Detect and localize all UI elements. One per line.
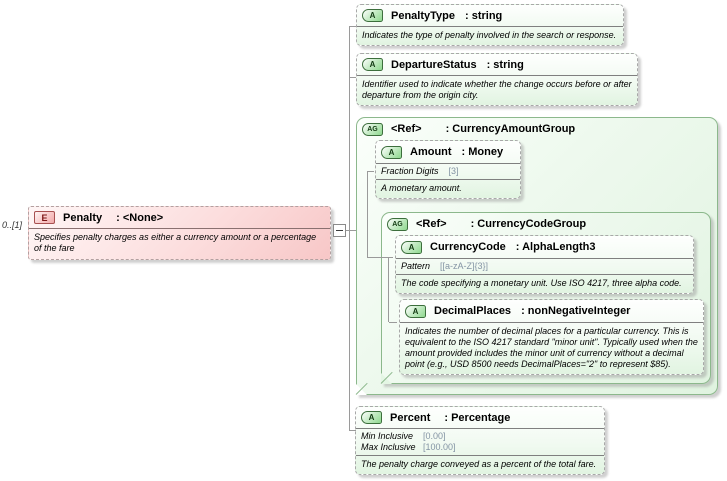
attribute-node-departurestatus[interactable]: A DepartureStatus : string Identifier us… xyxy=(356,53,638,106)
facet-name: Fraction Digits xyxy=(381,166,439,176)
connector-stub-amount xyxy=(368,171,374,172)
connector-stub-departurestatus xyxy=(350,77,356,78)
connector-stub-penaltytype xyxy=(350,26,356,27)
collapse-toggle[interactable] xyxy=(333,224,346,237)
attribute-annotation: Indicates the number of decimal places f… xyxy=(405,326,698,369)
minus-icon xyxy=(336,230,343,231)
attribute-annotation: The penalty charge conveyed as a percent… xyxy=(361,459,597,469)
attribute-annotation: Indicates the type of penalty involved i… xyxy=(362,30,617,40)
attribute-badge-icon: A xyxy=(361,411,382,424)
facet-value: [[a-zA-Z]{3}] xyxy=(440,261,489,271)
facet-list: Min Inclusive [0.00] Max Inclusive [100.… xyxy=(356,429,604,456)
attribute-name: Amount xyxy=(410,146,452,158)
facet-value: [100.00] xyxy=(423,442,456,452)
attribute-title-row: A DecimalPlaces : nonNegativeInteger xyxy=(400,300,703,323)
facet-list: Fraction Digits [3] xyxy=(376,164,520,180)
facet-row: Fraction Digits [3] xyxy=(381,166,515,177)
facet-name: Max Inclusive xyxy=(361,442,416,452)
attribute-type: : Percentage xyxy=(444,411,511,424)
connector-trunk-line xyxy=(349,26,350,431)
group-type: : CurrencyCodeGroup xyxy=(470,218,587,230)
attribute-type: : string xyxy=(465,9,503,22)
attribute-badge-icon: A xyxy=(405,304,426,318)
attribute-node-currencycode[interactable]: A CurrencyCode : AlphaLength3 Pattern [[… xyxy=(395,235,694,294)
attribute-title-row: A CurrencyCode : AlphaLength3 xyxy=(396,236,693,259)
facet-row: Pattern [[a-zA-Z]{3}] xyxy=(401,261,688,272)
facet-value: [0.00] xyxy=(423,431,446,441)
attribute-badge-icon: A xyxy=(381,145,402,159)
attribute-title-row: A PenaltyType : string xyxy=(357,5,623,27)
attribute-type: : AlphaLength3 xyxy=(515,241,596,253)
attribute-title-row: A Percent : Percentage xyxy=(356,407,604,429)
attribute-badge-icon: A xyxy=(362,58,383,71)
facet-name: Min Inclusive xyxy=(361,431,414,441)
attribute-name: Percent xyxy=(390,411,431,424)
attribute-name: DepartureStatus xyxy=(391,58,477,71)
attribute-badge-icon: A xyxy=(401,240,422,254)
occurrence-label: 0..[1] xyxy=(2,220,23,230)
attribute-type: : Money xyxy=(461,146,504,158)
group-ref-name: <Ref> xyxy=(416,218,447,230)
attribute-node-penaltytype[interactable]: A PenaltyType : string Indicates the typ… xyxy=(356,4,624,46)
group-title-row: AG <Ref> : CurrencyCodeGroup xyxy=(382,213,710,235)
facet-name: Pattern xyxy=(401,261,431,271)
connector-stub-currencyamountgroup xyxy=(346,230,356,231)
attribute-annotation: A monetary amount. xyxy=(381,183,462,193)
connector-codegroup-trunk-line xyxy=(388,257,389,322)
element-name: Penalty xyxy=(63,211,103,224)
attribute-title-row: A DepartureStatus : string xyxy=(357,54,637,76)
attribute-annotation: The code specifying a monetary unit. Use… xyxy=(401,278,682,288)
group-ref-name: <Ref> xyxy=(391,123,422,135)
element-badge-icon: E xyxy=(34,211,55,224)
attribute-node-amount[interactable]: A Amount : Money Fraction Digits [3] A m… xyxy=(375,140,521,199)
attribute-annotation: Identifier used to indicate whether the … xyxy=(362,79,632,100)
connector-stub-currencycodegroup xyxy=(368,257,393,258)
attribute-group-node-currencycodegroup[interactable]: AG <Ref> : CurrencyCodeGroup A CurrencyC… xyxy=(381,212,711,384)
attribute-badge-icon: A xyxy=(362,9,383,22)
attribute-title-row: A Amount : Money xyxy=(376,141,520,164)
facet-row: Max Inclusive [100.00] xyxy=(361,442,599,453)
attribute-node-decimalplaces[interactable]: A DecimalPlaces : nonNegativeInteger Ind… xyxy=(399,299,704,375)
attribute-group-badge-icon: AG xyxy=(362,122,383,136)
facet-list: Pattern [[a-zA-Z]{3}] xyxy=(396,259,693,275)
element-type: : <None> xyxy=(116,211,164,224)
connector-group-trunk-line xyxy=(367,171,368,258)
group-title-row: AG <Ref> : CurrencyAmountGroup xyxy=(357,118,717,140)
connector-stub-decimalplaces xyxy=(389,322,397,323)
attribute-group-badge-icon: AG xyxy=(387,217,408,231)
connector-stub-percent xyxy=(350,430,356,431)
attribute-group-node-currencyamountgroup[interactable]: AG <Ref> : CurrencyAmountGroup A Amount … xyxy=(356,117,718,395)
attribute-type: : nonNegativeInteger xyxy=(521,305,631,317)
attribute-node-percent[interactable]: A Percent : Percentage Min Inclusive [0.… xyxy=(355,406,605,475)
attribute-name: PenaltyType xyxy=(391,9,455,22)
facet-value: [3] xyxy=(448,166,459,176)
facet-row: Min Inclusive [0.00] xyxy=(361,431,599,442)
attribute-name: CurrencyCode xyxy=(430,241,506,253)
attribute-type: : string xyxy=(486,58,524,71)
attribute-name: DecimalPlaces xyxy=(434,305,512,317)
group-type: : CurrencyAmountGroup xyxy=(445,123,576,135)
element-node-penalty[interactable]: E Penalty : <None> Specifies penalty cha… xyxy=(28,206,331,260)
element-annotation: Specifies penalty charges as either a cu… xyxy=(34,232,317,253)
element-title-row: E Penalty : <None> xyxy=(29,207,330,229)
